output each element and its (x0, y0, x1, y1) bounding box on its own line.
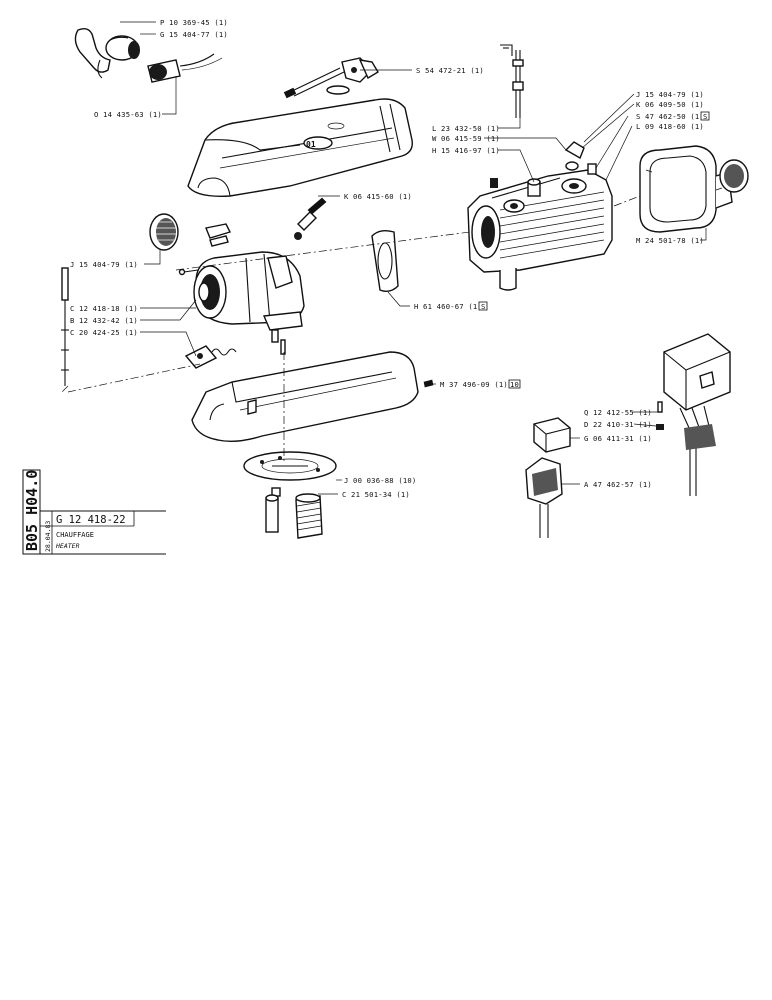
upper-cover: 01 (187, 98, 413, 197)
label-g15404: G 15 404-77 (1) (160, 30, 228, 39)
tray-screw (423, 379, 434, 388)
fuel-pipe-rod (500, 44, 524, 118)
flange-plate (243, 451, 337, 497)
title-french: CHAUFFAGE (56, 531, 94, 539)
label-j15404-left: J 15 404-79 (1) (70, 260, 138, 269)
label-p10369: P 10 369-45 (1) (160, 18, 228, 27)
section-code: B05 H04.0 (23, 470, 41, 551)
callout-flags: S S 10 (478, 111, 710, 389)
pin (280, 339, 286, 355)
exhaust-silencer (639, 145, 749, 233)
small-clips (205, 223, 231, 247)
label-c20424: C 20 424-25 (1) (70, 328, 138, 337)
title-block: B05 H04.0 28.04.83 G 12 418-22 CHAUFFAGE… (22, 469, 166, 555)
filter-cap-left (149, 213, 179, 251)
label-k06409: K 06 409-50 (1) (636, 100, 704, 109)
label-o14435: O 14 435-63 (1) (94, 110, 162, 119)
lower-tray (191, 351, 419, 443)
relay (533, 417, 571, 453)
sensor-cable (283, 57, 379, 99)
blower-burner (178, 251, 305, 343)
centre-lines (61, 187, 723, 462)
flag-h61460: S (481, 302, 486, 311)
label-s47462: S 47 462-50 (1) (636, 112, 704, 121)
label-a47462: A 47 462-57 (1) (584, 480, 652, 489)
callout-labels: P 10 369-45 (1) G 15 404-77 (1) O 14 435… (70, 18, 704, 499)
label-g06411: G 06 411-31 (1) (584, 434, 652, 443)
label-k06415: K 06 415-60 (1) (344, 192, 412, 201)
label-s54472: S 54 472-21 (1) (416, 66, 484, 75)
drawing-number: G 12 418-22 (56, 514, 126, 526)
intake-bellows (265, 493, 323, 539)
label-c21501: C 21 501-34 (1) (342, 490, 410, 499)
label-b12432: B 12 432-42 (1) (70, 316, 138, 325)
heat-exchanger (467, 169, 613, 291)
control-unit (663, 333, 731, 496)
label-q12412: Q 12 412-55 (1) (584, 408, 652, 417)
exchanger-small-parts (564, 141, 597, 175)
fuel-probe (61, 267, 69, 386)
label-m24501: M 24 501-78 (1) (636, 236, 704, 245)
drawing-date: 28.04.83 (44, 521, 52, 552)
label-c12418: C 12 418-18 (1) (70, 304, 138, 313)
bracket-spring (184, 345, 237, 369)
relay-screws (656, 401, 664, 430)
label-d22410: D 22 410-31 (1) (584, 420, 652, 429)
label-j15404-right: J 15 404-79 (1) (636, 90, 704, 99)
label-w06415: W 06 415-59 (1) (432, 134, 500, 143)
label-l09418: L 09 418-60 (1) (636, 122, 704, 131)
connector-harness (525, 457, 563, 538)
flag-m37496: 10 (510, 380, 519, 389)
label-h61460: H 61 460-67 (1) (414, 302, 482, 311)
label-j00036: J 00 036-88 (10) (344, 476, 416, 485)
svg-text:01: 01 (306, 140, 316, 149)
flag-s47462: S (703, 112, 708, 121)
bracket-assembly (74, 27, 223, 83)
title-english: HEATER (55, 542, 80, 550)
leader-lines (120, 21, 707, 495)
label-m37496: M 37 496-09 (1) (440, 380, 508, 389)
glow-plug (294, 197, 327, 240)
gasket (371, 229, 399, 293)
label-l23432: L 23 432-50 (1) (432, 124, 500, 133)
label-h15416: H 15 416-97 (1) (432, 146, 500, 155)
